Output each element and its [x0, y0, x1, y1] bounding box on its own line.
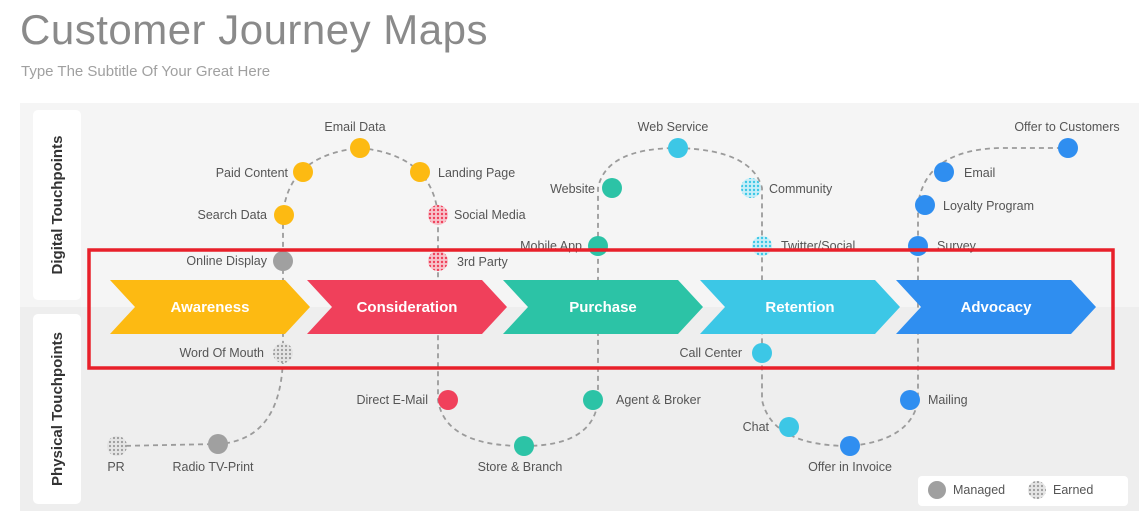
physical-touchpoints-label: Physical Touchpoints	[49, 332, 66, 486]
node-community	[741, 178, 761, 198]
node-website	[602, 178, 622, 198]
stage-retention-label: Retention	[765, 299, 834, 316]
label-social-media: Social Media	[454, 208, 526, 222]
stage-purchase-arrow	[503, 280, 703, 334]
digital-touchpoints-label: Digital Touchpoints	[49, 136, 66, 275]
legend: Managed Earned	[918, 476, 1128, 506]
node-paid-content	[293, 162, 313, 182]
label-email: Email	[964, 166, 995, 180]
touchpoint-labels: Email Data Paid Content Search Data Onli…	[107, 120, 1119, 474]
node-offer-in-invoice	[840, 436, 860, 456]
digital-label-card	[33, 110, 81, 300]
page-title: Customer Journey Maps	[20, 6, 489, 53]
node-online-display	[273, 251, 293, 271]
label-call-center: Call Center	[679, 346, 742, 360]
stage-advocacy-label: Advocacy	[961, 299, 1033, 316]
stage-retention-arrow	[700, 280, 900, 334]
touchpoint-nodes	[107, 138, 1078, 456]
label-loyalty-program: Loyalty Program	[943, 199, 1034, 213]
node-mailing	[900, 390, 920, 410]
label-direct-email: Direct E-Mail	[356, 393, 428, 407]
node-search-data	[274, 205, 294, 225]
stage-awareness-label: Awareness	[171, 299, 250, 316]
node-store-branch	[514, 436, 534, 456]
node-loyalty-program	[915, 195, 935, 215]
stage-purchase-label: Purchase	[569, 299, 637, 316]
legend-managed-swatch	[928, 481, 946, 499]
label-email-data: Email Data	[324, 120, 385, 134]
node-twitter-social	[752, 236, 772, 256]
label-radio-tv-print: Radio TV-Print	[172, 460, 254, 474]
label-mailing: Mailing	[928, 393, 968, 407]
node-agent-broker	[583, 390, 603, 410]
legend-managed-label: Managed	[953, 483, 1005, 497]
label-offer-in-invoice: Offer in Invoice	[808, 460, 892, 474]
highlight-box	[87, 248, 1115, 370]
node-chat	[779, 417, 799, 437]
label-agent-broker: Agent & Broker	[616, 393, 701, 407]
node-pr	[107, 436, 127, 456]
label-landing-page: Landing Page	[438, 166, 515, 180]
node-offer-to-customers	[1058, 138, 1078, 158]
stage-consideration-arrow	[307, 280, 507, 334]
page-subtitle: Type The Subtitle Of Your Great Here	[21, 63, 271, 80]
label-word-of-mouth: Word Of Mouth	[179, 346, 264, 360]
digital-band	[20, 103, 1139, 307]
node-word-of-mouth	[273, 343, 293, 363]
node-landing-page	[410, 162, 430, 182]
label-search-data: Search Data	[198, 208, 268, 222]
stage-advocacy-arrow	[896, 280, 1096, 334]
node-web-service	[668, 138, 688, 158]
node-radio-tv-print	[208, 434, 228, 454]
stage-consideration-label: Consideration	[357, 299, 458, 316]
label-paid-content: Paid Content	[216, 166, 289, 180]
legend-earned-label: Earned	[1053, 483, 1093, 497]
label-offer-to-customers: Offer to Customers	[1014, 120, 1119, 134]
label-web-service: Web Service	[638, 120, 709, 134]
node-3rd-party	[428, 251, 448, 271]
node-survey	[908, 236, 928, 256]
label-chat: Chat	[743, 420, 770, 434]
legend-box	[918, 476, 1128, 506]
label-store-branch: Store & Branch	[478, 460, 563, 474]
node-call-center	[752, 343, 772, 363]
label-3rd-party: 3rd Party	[457, 255, 508, 269]
label-online-display: Online Display	[186, 254, 267, 268]
label-website: Website	[550, 182, 595, 196]
node-direct-email	[438, 390, 458, 410]
label-community: Community	[769, 182, 833, 196]
legend-earned-swatch	[1028, 481, 1046, 499]
node-email	[934, 162, 954, 182]
node-email-data	[350, 138, 370, 158]
label-pr: PR	[107, 460, 124, 474]
node-mobile-app	[588, 236, 608, 256]
stage-arrows: Awareness Consideration Purchase Retenti…	[110, 280, 1096, 334]
node-social-media	[428, 205, 448, 225]
physical-label-card	[33, 314, 81, 504]
stage-awareness-arrow	[110, 280, 310, 334]
